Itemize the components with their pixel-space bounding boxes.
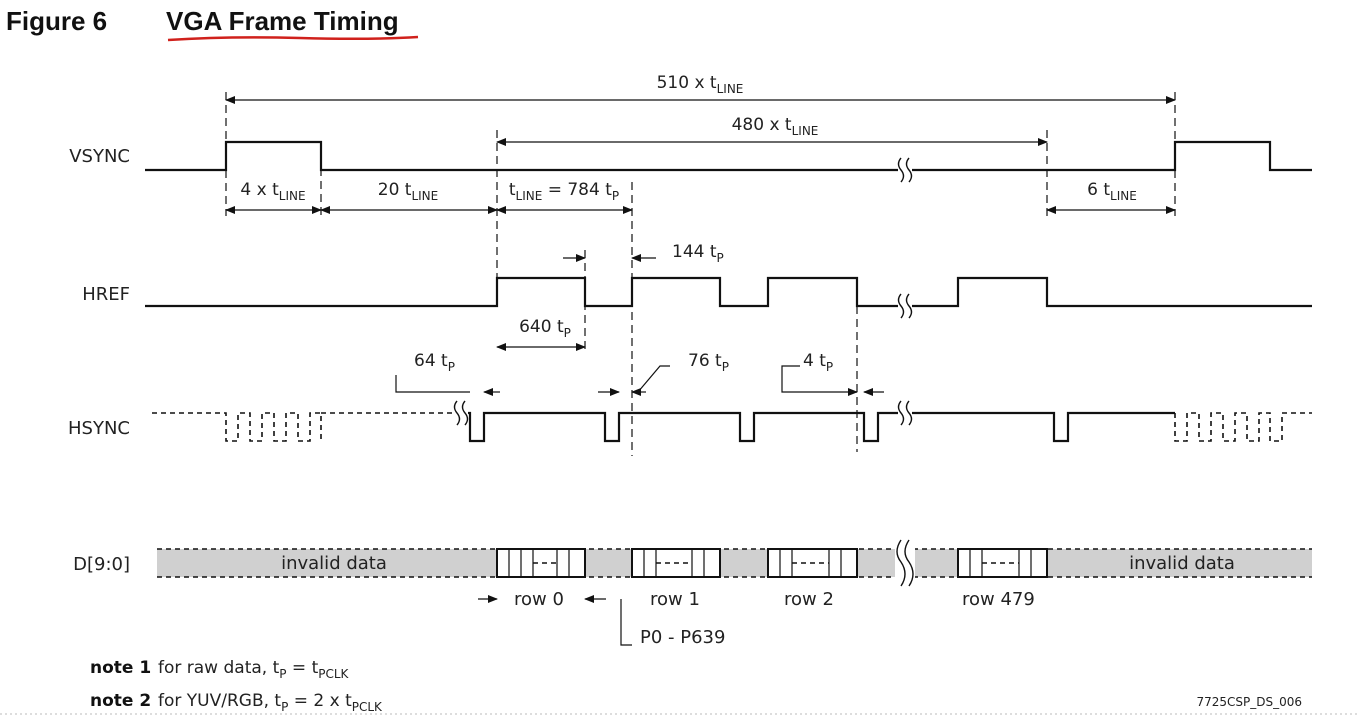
svg-text:P0 - P639: P0 - P639 (640, 627, 725, 648)
pixel-range-callout: P0 - P639 (620, 599, 725, 648)
line-time-dimension: tLINE = 784 tP (496, 180, 633, 214)
data-bus-label: D[9:0] (73, 554, 130, 575)
svg-text:6 tLINE: 6 tLINE (1087, 180, 1137, 203)
row-1-label: row 1 (650, 589, 700, 610)
svg-text:note 1: note 1 (90, 658, 151, 678)
active-lines-dimension: 480 x tLINE (496, 115, 1048, 146)
data-band (157, 549, 1312, 577)
hsync-label: HSYNC (68, 418, 130, 439)
invalid-data-right: invalid data (1129, 553, 1235, 574)
svg-text:480 x tLINE: 480 x tLINE (732, 115, 819, 138)
svg-text:note 2: note 2 (90, 691, 151, 711)
svg-text:for raw data, tP = tPCLK: for raw data, tP = tPCLK (158, 658, 350, 681)
frame-length-dimension: 510 x tLINE (225, 73, 1176, 104)
svg-text:4 x tLINE: 4 x tLINE (240, 180, 305, 203)
href-high-dimension: 640 tP (496, 317, 586, 351)
row-0-label: row 0 (514, 589, 564, 610)
data-row-block (496, 548, 586, 578)
href-low-dimension: 144 tP (563, 242, 724, 265)
vsync-label: VSYNC (69, 146, 130, 167)
data-row-block (631, 548, 721, 578)
title-underline (167, 35, 419, 42)
figure-title: VGA Frame Timing (166, 6, 399, 36)
document-code: 7725CSP_DS_006 (1196, 695, 1302, 709)
svg-text:510 x tLINE: 510 x tLINE (657, 73, 744, 96)
hsync-waveform (152, 400, 1312, 443)
svg-text:64 tP: 64 tP (414, 351, 455, 374)
note-1: note 1 for raw data, tP = tPCLK (90, 658, 350, 681)
data-row-block (957, 548, 1048, 578)
svg-text:for YUV/RGB, tP = 2 x tPCLK: for YUV/RGB, tP = 2 x tPCLK (158, 691, 383, 714)
href-label: HREF (82, 284, 130, 305)
note-2: note 2 for YUV/RGB, tP = 2 x tPCLK (90, 691, 383, 714)
figure-number: Figure 6 (6, 6, 107, 36)
svg-text:144 tP: 144 tP (672, 242, 724, 265)
svg-text:tLINE = 784 tP: tLINE = 784 tP (509, 180, 619, 203)
vsync-width-dimension: 4 x tLINE (225, 180, 322, 214)
href-waveform (145, 276, 1312, 319)
data-bus: invalid data invalid data (157, 539, 1312, 587)
front-porch-dimension: 20 tLINE (320, 180, 498, 214)
guide-lines (225, 92, 1176, 456)
svg-text:4 tP: 4 tP (803, 351, 833, 374)
hsync-64tp-dimension: 64 tP (395, 351, 500, 396)
svg-text:20 tLINE: 20 tLINE (378, 180, 439, 203)
back-porch-dimension: 6 tLINE (1046, 180, 1176, 214)
svg-text:640 tP: 640 tP (519, 317, 571, 340)
svg-text:76 tP: 76 tP (688, 351, 729, 374)
invalid-data-left: invalid data (281, 553, 387, 574)
hsync-76tp-dimension: 76 tP (598, 351, 729, 396)
hsync-4tp-dimension: 4 tP (781, 351, 884, 396)
data-row-block (767, 548, 858, 578)
row-479-label: row 479 (962, 589, 1035, 610)
row-2-label: row 2 (784, 589, 834, 610)
vsync-waveform (145, 140, 1312, 183)
